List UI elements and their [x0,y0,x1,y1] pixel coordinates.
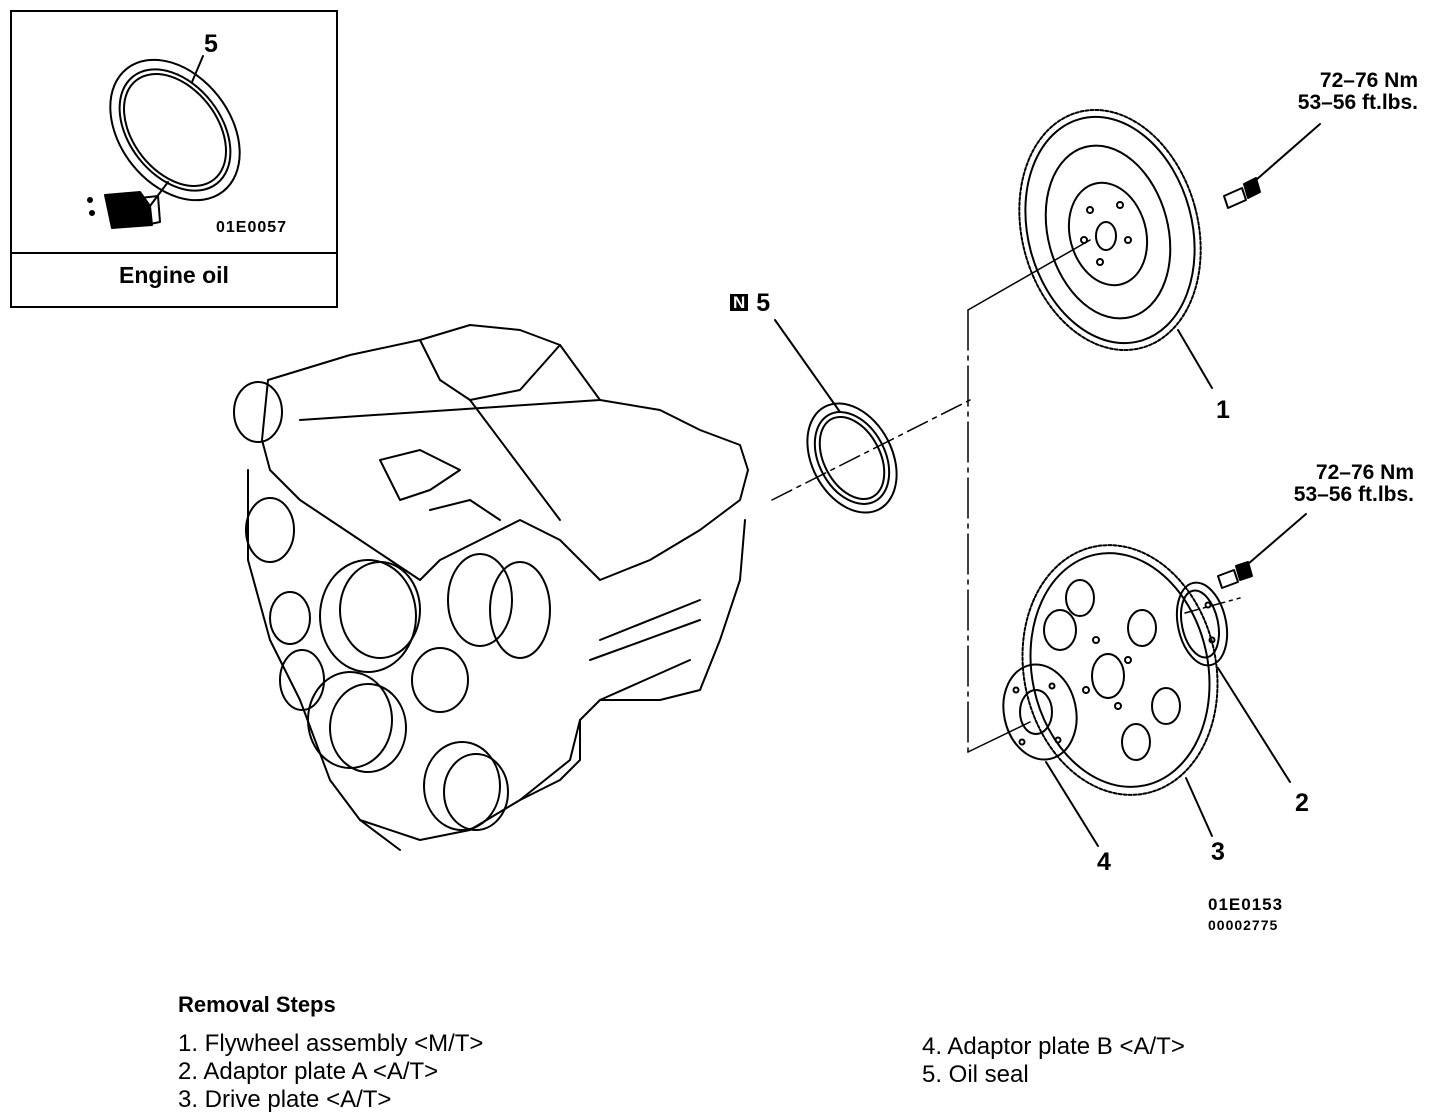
torque-drive-plate-ftlbs: 53–56 ft.lbs. [1293,483,1414,506]
removal-step-2: 2. Adaptor plate A <A/T> [178,1058,439,1085]
figure-subcode: 00002775 [1208,917,1279,933]
oil-can-icon [88,182,168,228]
inset-frame [10,10,338,308]
callout-4: 4 [1097,848,1111,876]
removal-step-4: 4. Adaptor plate B <A/T> [922,1033,1185,1060]
drive-plate [1000,527,1240,836]
removal-steps-title: Removal Steps [178,992,336,1017]
torque-drive-plate-nm: 72–76 Nm [1315,461,1414,484]
removal-steps-list-right: 4. Adaptor plate B <A/T> 5. Oil seal [922,1033,1185,1089]
adaptor-plate-b [995,658,1098,846]
inset-divider [10,252,338,254]
engine-block [234,325,748,850]
new-part-badge: N [730,294,749,311]
figure-code: 01E0153 [1208,895,1284,914]
removal-steps-list-left: 1. Flywheel assembly <M/T> 2. Adaptor pl… [178,1030,483,1114]
drive-plate-bolt-icon [1218,514,1306,588]
callout-1: 1 [1216,396,1230,424]
torque-spec-drive-plate: 72–76 Nm 53–56 ft.lbs. [1226,462,1414,506]
torque-spec-flywheel: 72–76 Nm 53–56 ft.lbs. [1230,70,1418,114]
callout-5-number: 5 [756,289,771,317]
inset-caption: Engine oil [119,262,229,288]
callout-2: 2 [1295,789,1309,817]
adaptor-plate-a [1170,578,1290,782]
flywheel-bolt-icon [1224,124,1320,208]
removal-step-5: 5. Oil seal [922,1061,1029,1088]
flywheel [993,89,1226,388]
oil-seal [775,320,915,528]
torque-flywheel-ftlbs: 53–56 ft.lbs. [1297,91,1418,114]
removal-step-3: 3. Drive plate <A/T> [178,1086,392,1113]
removal-step-1: 1. Flywheel assembly <M/T> [178,1030,484,1057]
torque-flywheel-nm: 72–76 Nm [1319,69,1418,92]
inset-part-label: 5 [204,30,218,58]
callout-3: 3 [1211,838,1225,866]
inset-oil-seal [84,35,267,226]
inset-figure-code: 01E0057 [216,219,288,236]
